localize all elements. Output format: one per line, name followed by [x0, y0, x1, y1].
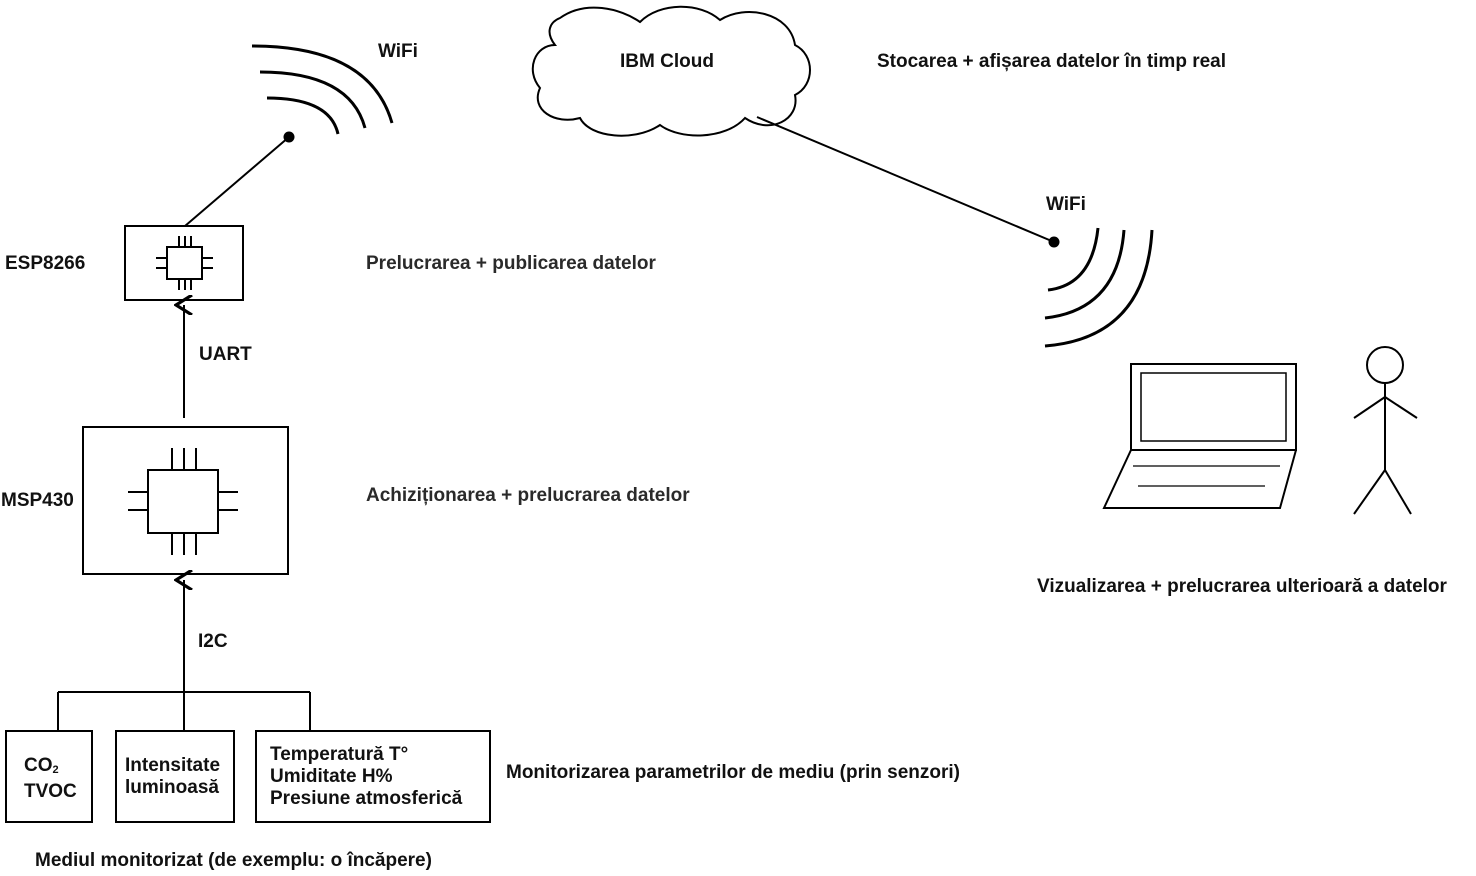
- sensor-env-text: Temperatură T° Umiditate H% Presiune atm…: [270, 744, 462, 810]
- co2-main: CO: [24, 755, 53, 776]
- light-line1: Intensitate: [125, 755, 221, 776]
- co2-subscript: 2: [52, 764, 59, 776]
- cloud-label: IBM Cloud: [620, 51, 714, 72]
- sensor-bus: [57, 691, 311, 730]
- env-line3: Presiune atmosferică: [270, 788, 463, 809]
- esp-label: ESP8266: [5, 253, 86, 274]
- tvoc-label: TVOC: [24, 781, 77, 802]
- wifi-right-node: [1048, 236, 1060, 248]
- msp-label: MSP430: [1, 490, 74, 511]
- sensor-box-env: [255, 730, 491, 823]
- wifi-left-label: WiFi: [378, 41, 418, 62]
- environment-label: Mediul monitorizat (de exemplu: o încăpe…: [35, 850, 432, 871]
- light-line2: luminoasă: [125, 777, 219, 798]
- wifi-left-node: [283, 131, 295, 143]
- uart-label: UART: [199, 344, 252, 365]
- sensor-box-light: [115, 730, 235, 823]
- cloud-shape: [531, 5, 811, 137]
- person-icon: [1353, 346, 1418, 515]
- i2c-label: I2C: [198, 631, 228, 652]
- env-line2: Umiditate H%: [270, 766, 393, 787]
- esp-chip-icon: [156, 236, 213, 290]
- sensors-description: Monitorizarea parametrilor de mediu (pri…: [506, 762, 960, 783]
- wifi-right-label: WiFi: [1046, 194, 1086, 215]
- sensor-co2-text: CO2 TVOC: [24, 755, 77, 803]
- laptop-icon: [1102, 363, 1297, 509]
- msp-box: [82, 426, 289, 575]
- esp-description: Prelucrarea + publicarea datelor: [366, 253, 656, 274]
- msp-description: Achiziționarea + prelucrarea datelor: [366, 485, 690, 506]
- esp-antenna-line: [184, 136, 290, 227]
- env-line1: Temperatură T°: [270, 744, 409, 765]
- msp-chip-icon: [128, 448, 238, 555]
- sensor-box-co2: [5, 730, 93, 823]
- cloud-link-line: [756, 116, 1055, 243]
- wifi-left-icon: [251, 44, 394, 135]
- user-side-description: Vizualizarea + prelucrarea ulterioară a …: [1037, 576, 1447, 597]
- sensor-light-text: Intensitate luminoasă: [125, 755, 220, 799]
- cloud-description: Stocarea + afișarea datelor în timp real: [877, 51, 1227, 72]
- wifi-right-icon: [1044, 227, 1154, 348]
